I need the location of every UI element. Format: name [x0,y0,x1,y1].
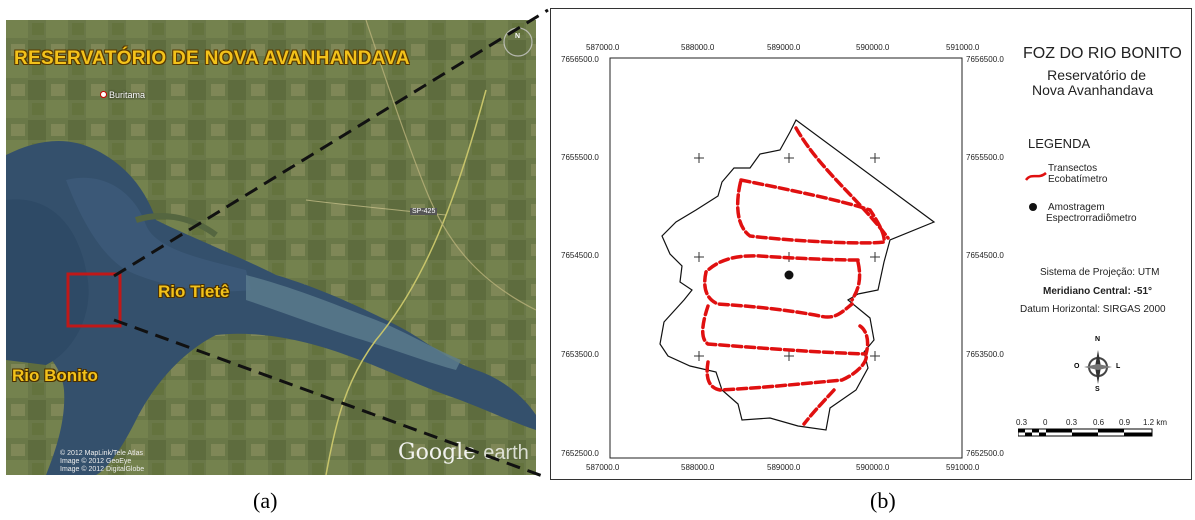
x-tick-top: 589000.0 [767,43,801,52]
y-tick-right: 7653500.0 [966,350,1004,359]
grid-crosses [694,153,880,361]
scale-label: 0 [1043,418,1048,427]
scale-label: 0.3 [1066,418,1078,427]
town-marker-icon [100,91,107,98]
x-tick-top: 591000.0 [946,43,980,52]
legend-transect-line: Ecobatímetro [1048,174,1108,185]
legend-title: LEGENDA [1028,136,1091,151]
study-area-box [66,272,122,328]
scale-label: 0.3 [1016,418,1028,427]
google-word: Google [398,440,477,465]
road-label: SP-425 [410,208,438,215]
compass-l: L [1116,363,1121,370]
scale-label: 0.6 [1093,418,1105,427]
credit-line: Image © 2012 GeoEye [60,458,132,465]
x-tick-bottom: 591000.0 [946,463,980,472]
meridian-text: Meridiano Central: -51° [1043,286,1153,297]
projection-text: Sistema de Projeção: UTM [1040,267,1160,278]
sampling-point [784,270,794,280]
legend-transect-line: Transectos [1048,163,1098,174]
legend-sample-line: Amostragem [1048,202,1105,213]
reservoir-title: RESERVATÓRIO DE NOVA AVANHANDAVA [14,48,410,69]
compass-s: S [1095,386,1100,393]
north-indicator-icon: N [515,33,521,40]
compass-n: N [1095,336,1101,343]
scale-label: 0.9 [1119,418,1131,427]
y-tick-right: 7652500.0 [966,449,1004,458]
y-tick-right: 7654500.0 [966,251,1004,260]
x-tick-bottom: 588000.0 [681,463,715,472]
x-tick-top: 588000.0 [681,43,715,52]
legend-transect-symbol [1025,171,1047,181]
label-rio-tiete: Rio Tietê [158,282,230,301]
image-credits: © 2012 MapLink/Tele Atlas Image © 2012 G… [60,450,144,474]
legend-sample-line: Espectrorradiômetro [1046,213,1137,224]
town-name: Buritama [109,90,146,100]
y-tick-right: 7656500.0 [966,55,1004,64]
subtitle-line-1: Reservatório de [1047,67,1146,83]
credit-line: © 2012 MapLink/Tele Atlas [60,450,143,457]
x-tick-top: 590000.0 [856,43,890,52]
compass-rose-icon: N S O L [1074,336,1121,396]
legend-sample-symbol [1029,203,1037,211]
x-tick-bottom: 589000.0 [767,463,801,472]
y-tick-left: 7656500.0 [561,55,599,64]
x-tick-bottom: 587000.0 [586,463,620,472]
y-tick-left: 7654500.0 [561,251,599,260]
map-subtitle: Reservatório de Nova Avanhandava [1032,67,1153,98]
x-tick-top: 587000.0 [586,43,620,52]
legend-sample-label: Amostragem Espectrorradiômetro [1046,202,1137,224]
y-tick-left: 7655500.0 [561,153,599,162]
transect-lines [701,126,890,426]
y-tick-right: 7655500.0 [966,153,1004,162]
caption-a: (a) [253,488,278,513]
credit-line: Image © 2012 DigitalGlobe [60,466,145,473]
study-area-outline [659,119,936,431]
compass-o: O [1074,363,1080,370]
satellite-image [6,20,536,475]
map-title: FOZ DO RIO BONITO [1023,45,1182,62]
datum-text: Datum Horizontal: SIRGAS 2000 [1020,304,1166,315]
legend-transect-label: Transectos Ecobatímetro [1048,163,1107,185]
scale-label: 1.2 km [1143,418,1168,427]
subtitle-line-2: Nova Avanhandava [1032,82,1154,98]
x-tick-bottom: 590000.0 [856,463,890,472]
y-tick-left: 7653500.0 [561,350,599,359]
label-rio-bonito: Rio Bonito [12,366,98,385]
town-label: Buritama [100,90,145,100]
scale-bar [1018,428,1153,437]
y-tick-left: 7652500.0 [561,449,599,458]
caption-b: (b) [870,488,896,513]
